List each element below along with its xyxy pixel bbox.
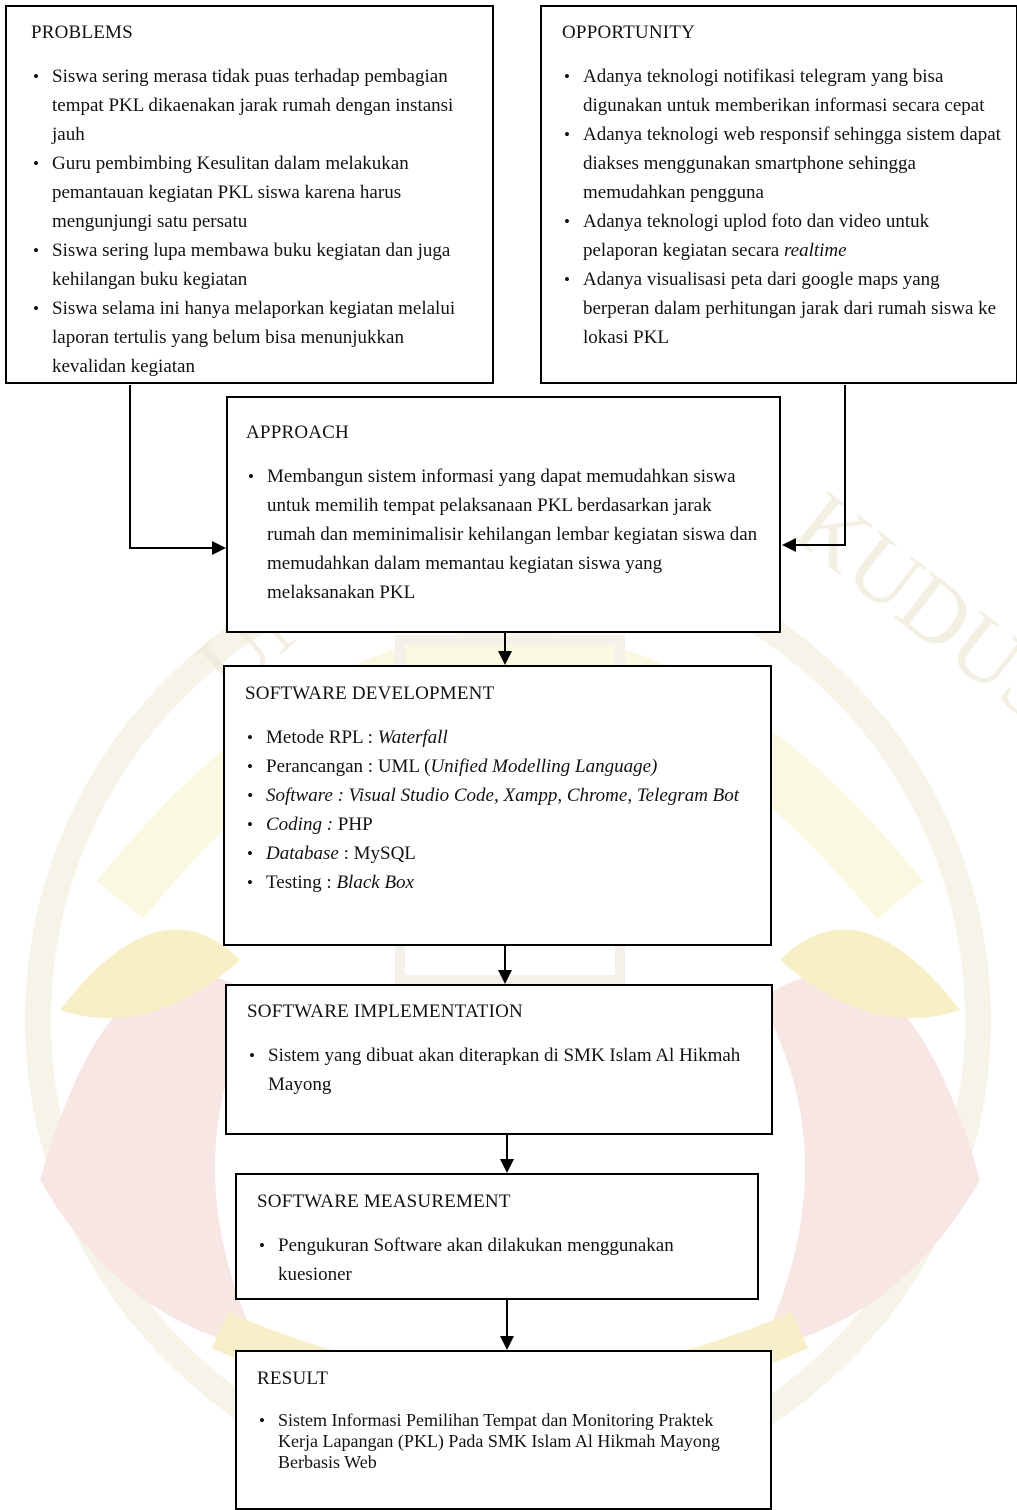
dev-item-label: Coding : (266, 814, 334, 835)
result-list: Sistem Informasi Pemilihan Tempat dan Mo… (257, 1410, 754, 1473)
software-development-box: SOFTWARE DEVELOPMENT Metode RPL : Waterf… (223, 665, 772, 946)
approach-item: Membangun sistem informasi yang dapat me… (246, 462, 759, 607)
opportunity-item: Adanya teknologi web responsif sehingga … (562, 120, 1006, 207)
watermark-text-right: KUDUS (777, 474, 1017, 743)
dev-item-label: Metode RPL : (266, 727, 378, 748)
software-implementation-list: Sistem yang dibuat akan diterapkan di SM… (247, 1041, 755, 1099)
seal-right-flame (760, 973, 980, 1350)
measurement-item: Pengukuran Software akan dilakukan mengg… (257, 1231, 741, 1289)
dev-item-value: Waterfall (377, 727, 448, 748)
opportunity-item: Adanya teknologi notifikasi telegram yan… (562, 62, 1006, 120)
software-implementation-box: SOFTWARE IMPLEMENTATION Sistem yang dibu… (225, 984, 773, 1135)
opportunity-item-text: Adanya teknologi uplod foto dan video un… (583, 211, 930, 261)
dev-item-software: Software : Visual Studio Code, Xampp, Ch… (245, 781, 754, 810)
result-item: Sistem Informasi Pemilihan Tempat dan Mo… (257, 1410, 754, 1473)
problems-title: PROBLEMS (31, 22, 133, 43)
problems-box: PROBLEMS Siswa sering merasa tidak puas … (5, 5, 494, 384)
seal-left-flame (40, 973, 260, 1350)
dev-item-testing: Testing : Black Box (245, 868, 754, 897)
problems-item: Siswa sering merasa tidak puas terhadap … (31, 62, 478, 149)
problems-item: Guru pembimbing Kesulitan dalam melakuka… (31, 149, 478, 236)
approach-list: Membangun sistem informasi yang dapat me… (246, 462, 759, 607)
dev-item-value: PHP (333, 814, 373, 835)
software-measurement-box: SOFTWARE MEASUREMENT Pengukuran Software… (235, 1173, 759, 1300)
approach-box: APPROACH Membangun sistem informasi yang… (226, 396, 781, 633)
dev-item-coding: Coding : PHP (245, 810, 754, 839)
software-measurement-title: SOFTWARE MEASUREMENT (257, 1191, 511, 1212)
problems-item: Siswa sering lupa membawa buku kegiatan … (31, 236, 478, 294)
problems-item: Siswa selama ini hanya melaporkan kegiat… (31, 294, 478, 381)
opportunity-item-italic: realtime (783, 240, 847, 261)
software-development-list: Metode RPL : Waterfall Perancangan : UML… (245, 723, 754, 897)
dev-item-value: : MySQL (338, 843, 416, 864)
dev-item-database: Database : MySQL (245, 839, 754, 868)
result-title: RESULT (257, 1368, 329, 1389)
dev-item-label: Perancangan : UML ( (266, 756, 431, 777)
implementation-item: Sistem yang dibuat akan diterapkan di SM… (247, 1041, 755, 1099)
problems-list: Siswa sering merasa tidak puas terhadap … (31, 62, 478, 381)
dev-item-value: Black Box (336, 872, 414, 893)
opportunity-item: Adanya teknologi uplod foto dan video un… (562, 207, 1006, 265)
dev-item-value: Unified Modelling Language) (430, 756, 658, 777)
opportunity-item: Adanya visualisasi peta dari google maps… (562, 265, 1006, 352)
opportunity-box: OPPORTUNITY Adanya teknologi notifikasi … (540, 5, 1017, 384)
dev-item-method: Metode RPL : Waterfall (245, 723, 754, 752)
opportunity-list: Adanya teknologi notifikasi telegram yan… (562, 62, 1006, 352)
software-measurement-list: Pengukuran Software akan dilakukan mengg… (257, 1231, 741, 1289)
opportunity-title: OPPORTUNITY (562, 22, 696, 43)
approach-title: APPROACH (246, 422, 349, 443)
dev-item-label: Database (266, 843, 339, 864)
dev-item-design: Perancangan : UML (Unified Modelling Lan… (245, 752, 754, 781)
dev-item-label: Software : Visual Studio Code, Xampp, Ch… (266, 785, 740, 806)
software-implementation-title: SOFTWARE IMPLEMENTATION (247, 1001, 523, 1022)
seal-right-leaf (780, 929, 960, 1019)
result-box: RESULT Sistem Informasi Pemilihan Tempat… (235, 1350, 772, 1510)
software-development-title: SOFTWARE DEVELOPMENT (245, 683, 495, 704)
seal-left-leaf (60, 929, 240, 1019)
dev-item-label: Testing : (266, 872, 337, 893)
